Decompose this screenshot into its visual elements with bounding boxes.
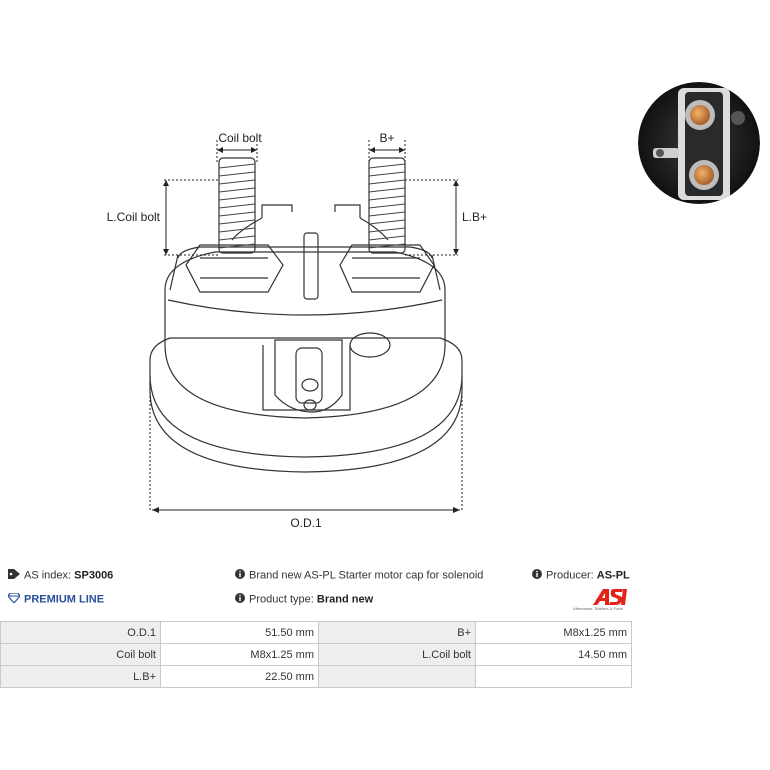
mount-hole: [349, 332, 391, 358]
od1-label: O.D.1: [290, 516, 322, 530]
premium-line-label: PREMIUM LINE: [24, 593, 105, 606]
spec-table: O.D.1 51.50 mm B+ M8x1.25 mm Coil bolt M…: [0, 621, 632, 688]
spec-label: [318, 665, 476, 688]
technical-drawing: Coil bolt B+ L.Coil bolt L.B+ O.D.1: [107, 131, 487, 530]
b-bolt: [368, 157, 406, 254]
cap-flange: [149, 337, 463, 473]
logo-subtext: Alternators, Starters & Parts: [573, 606, 623, 611]
diamond-icon: [7, 592, 21, 606]
spec-label: B+: [318, 621, 476, 644]
premium-line: PREMIUM LINE: [7, 592, 105, 606]
as-index-value: SP3006: [74, 569, 114, 582]
b-nut: [339, 244, 435, 293]
l-b-plus-label: L.B+: [462, 210, 487, 224]
spec-value: 14.50 mm: [475, 643, 632, 666]
cap-body: [164, 251, 446, 419]
spec-value: [475, 665, 632, 688]
description-text: Brand new AS-PL Starter motor cap for so…: [249, 569, 484, 582]
info-icon: [532, 569, 542, 582]
spec-value: M8x1.25 mm: [160, 643, 319, 666]
producer-value: AS-PL: [596, 569, 630, 582]
spec-value: M8x1.25 mm: [475, 621, 632, 644]
table-row: O.D.1 51.50 mm B+ M8x1.25 mm: [0, 621, 632, 644]
table-row: L.B+ 22.50 mm: [0, 665, 632, 688]
spec-label: L.Coil bolt: [318, 643, 476, 666]
product-type: Product type: Brand new: [235, 593, 373, 606]
table-row: Coil bolt M8x1.25 mm L.Coil bolt 14.50 m…: [0, 643, 632, 666]
coil-bolt: [218, 157, 256, 254]
as-index-label: AS index:: [24, 569, 72, 582]
info-icon: [235, 569, 245, 582]
spec-value: 22.50 mm: [160, 665, 319, 688]
tag-icon: [8, 569, 20, 582]
product-type-label: Product type:: [249, 593, 314, 606]
spec-label: O.D.1: [0, 621, 161, 644]
producer: Producer: AS-PL: [532, 569, 630, 582]
coil-nut: [185, 244, 284, 293]
b-plus-label: B+: [379, 131, 394, 145]
spec-label: L.B+: [0, 665, 161, 688]
center-clip: [303, 232, 319, 300]
coil-bolt-label: Coil bolt: [218, 131, 262, 145]
description: Brand new AS-PL Starter motor cap for so…: [235, 569, 483, 582]
as-pl-logo: Alternators, Starters & Parts: [563, 587, 633, 613]
product-type-value: Brand new: [316, 593, 374, 606]
spec-value: 51.50 mm: [160, 621, 319, 644]
info-icon: [235, 593, 245, 606]
product-photo: [638, 82, 760, 204]
spec-label: Coil bolt: [0, 643, 161, 666]
l-coil-bolt-label: L.Coil bolt: [107, 210, 161, 224]
producer-label: Producer:: [546, 569, 594, 582]
as-index: AS index: SP3006: [8, 569, 113, 582]
